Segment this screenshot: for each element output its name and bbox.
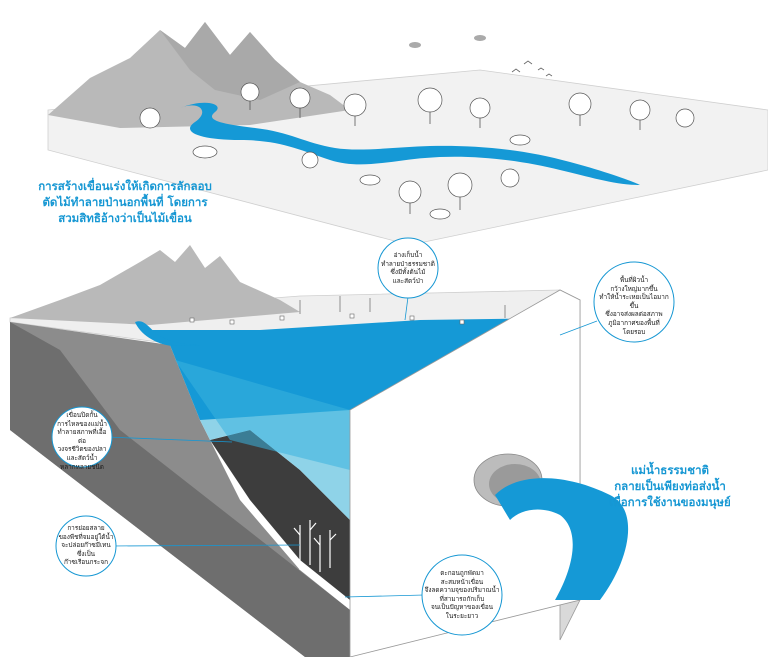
tree-icon: [675, 108, 695, 128]
callout-decay-text: การย่อยสลาย ของพืชที่จมอยู่ใต้น้ำ จะปล่อ…: [58, 524, 114, 567]
caption-river-pipe: แม่น้ำธรรมชาติ กลายเป็นเพียงท่อส่งน้ำ เพ…: [609, 463, 731, 509]
bush-icon: [359, 174, 381, 186]
callout-circle-surface: [593, 261, 675, 343]
bush-icon: [509, 134, 531, 146]
callout-circle-sediment: [421, 554, 503, 636]
dam-scene: [9, 245, 629, 657]
tree-stumps: [189, 313, 465, 325]
caption-deforestation: การสร้างเขื่อนเร่งให้เกิดการลักลอบ ตัดไม…: [38, 179, 212, 225]
tree-icon: [568, 92, 592, 116]
soil-dark-layer: [210, 430, 350, 600]
callout-dam-block-text: เขื่อนปิดกั้น การไหลของแม่น้ำ ทำลายสภาพท…: [57, 411, 107, 471]
bare-trees: [299, 296, 506, 318]
tree-icon: [398, 180, 422, 204]
tree-icon: [240, 82, 260, 102]
tree-icon: [629, 99, 651, 121]
bush-icon: [429, 208, 451, 220]
clouds: [409, 35, 486, 48]
callout-lines: [106, 296, 598, 598]
callout-circle-dam-block: [51, 406, 113, 468]
tree-icon: [417, 87, 443, 113]
birds-icon: [511, 60, 553, 77]
bush-icon: [192, 145, 218, 159]
tree-icon: [343, 93, 367, 117]
callout-circle-decay: [55, 515, 117, 577]
submerged-dead-trees: [293, 520, 337, 572]
tree-icon: [301, 151, 319, 169]
top-mountain-shade: [160, 22, 300, 100]
callout-sediment-text: ตะกอนถูกพัดมา สะสมหน้าเขื่อน จึงลดความจุ…: [424, 569, 500, 620]
tree-icon: [447, 172, 473, 198]
tree-icon: [289, 87, 311, 109]
top-scene: [47, 22, 768, 246]
callout-circles: [51, 237, 675, 636]
callout-circle-reservoir: [377, 237, 439, 299]
tree-icon: [469, 97, 491, 119]
callout-reservoir-text: อ่างเก็บน้ำ ทำลายป่าธรรมชาติ ซึ่งมีทั้งต…: [381, 251, 435, 285]
tree-trunks: [249, 101, 641, 214]
water-gradient-overlay: [175, 360, 350, 470]
tree-icon: [500, 168, 520, 188]
bottom-mountains: [10, 245, 300, 325]
tree-icon: [139, 107, 161, 129]
callout-surface-text: พื้นที่ผิวน้ำ กว้างใหญ่มากขึ้น ทำให้น้ำร…: [599, 276, 669, 336]
feeder-river: [135, 321, 200, 346]
top-trees: [139, 82, 695, 220]
top-river: [180, 102, 640, 185]
soil-front-face: [10, 322, 350, 657]
outlet-water: [495, 478, 629, 600]
